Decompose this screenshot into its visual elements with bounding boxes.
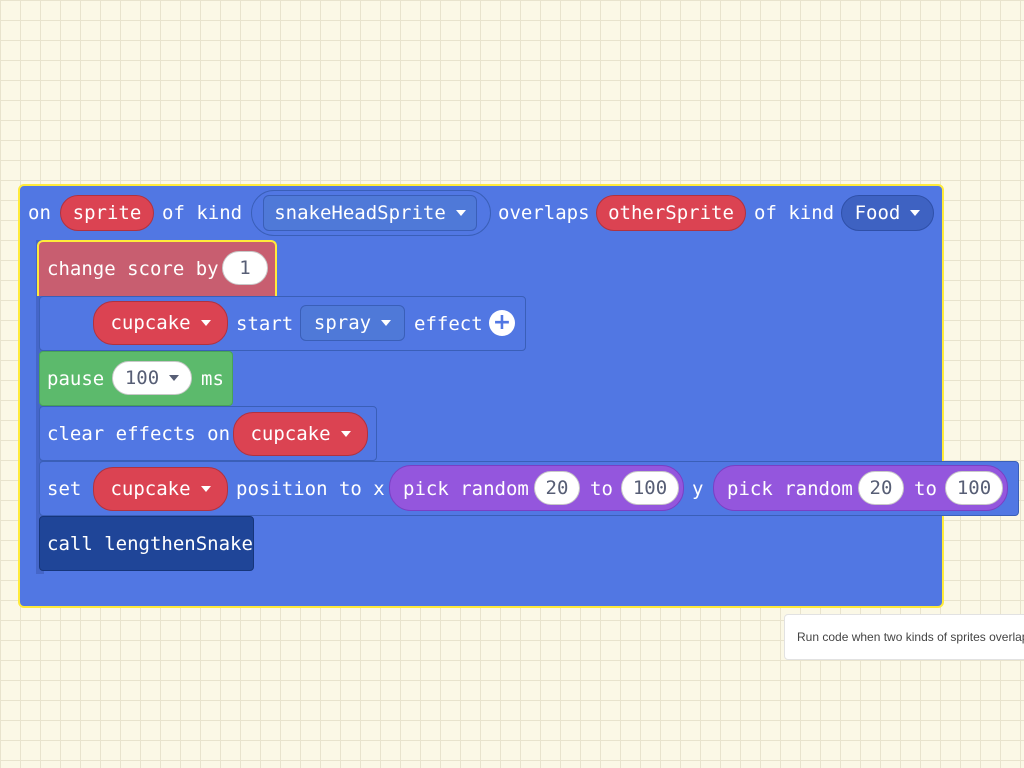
kind-dropdown-food[interactable]: Food xyxy=(841,195,934,231)
call-lengthensnake-label: call lengthenSnake xyxy=(47,533,253,555)
pick-random-label-2: pick random xyxy=(727,478,853,500)
kind-dropdown-outline xyxy=(251,190,491,236)
of-kind-label-1: of kind xyxy=(162,202,243,224)
clear-sprite-dropdown[interactable]: cupcake xyxy=(233,412,368,456)
overlaps-label: overlaps xyxy=(498,202,590,224)
change-score-label: change score by xyxy=(47,258,219,280)
pause-duration-dropdown[interactable]: 100 xyxy=(112,361,192,395)
chevron-down-icon xyxy=(455,210,466,216)
pick-random-label-1: pick random xyxy=(403,478,529,500)
random-y-min-input[interactable]: 20 xyxy=(858,471,904,505)
start-label: start xyxy=(236,313,294,335)
chevron-down-icon xyxy=(340,431,351,437)
to-label-1: to xyxy=(590,478,613,500)
chevron-down-icon xyxy=(381,320,392,326)
on-label: on xyxy=(28,202,51,224)
ms-label: ms xyxy=(201,368,224,390)
othersprite-variable[interactable]: otherSprite xyxy=(596,195,746,231)
block-tooltip: Run code when two kinds of sprites overl… xyxy=(784,614,1024,660)
random-x-min-input[interactable]: 20 xyxy=(534,471,580,505)
effect-label: effect xyxy=(414,313,483,335)
sprite-variable[interactable]: sprite xyxy=(60,195,154,231)
y-label: y xyxy=(692,478,704,500)
of-kind-label-2: of kind xyxy=(754,202,835,224)
kind-dropdown-snakehead[interactable]: snakeHeadSprite xyxy=(263,195,477,231)
random-y-max-input[interactable]: 100 xyxy=(945,471,1003,505)
set-label: set xyxy=(47,478,82,500)
chevron-down-icon xyxy=(169,375,180,381)
call-function-block[interactable] xyxy=(39,516,254,571)
to-label-2: to xyxy=(914,478,937,500)
position-to-x-label: position to x xyxy=(236,478,385,500)
chevron-down-icon xyxy=(200,320,211,326)
clear-effects-label: clear effects on xyxy=(47,423,231,445)
effect-type-dropdown[interactable]: spray xyxy=(300,305,405,341)
effect-sprite-dropdown[interactable]: cupcake xyxy=(93,301,228,345)
score-amount-input[interactable]: 1 xyxy=(222,251,268,285)
plus-icon[interactable]: + xyxy=(489,310,515,336)
random-x-max-input[interactable]: 100 xyxy=(621,471,679,505)
chevron-down-icon xyxy=(910,210,921,216)
set-sprite-dropdown[interactable]: cupcake xyxy=(93,467,228,511)
chevron-down-icon xyxy=(200,486,211,492)
pause-label: pause xyxy=(47,368,105,390)
